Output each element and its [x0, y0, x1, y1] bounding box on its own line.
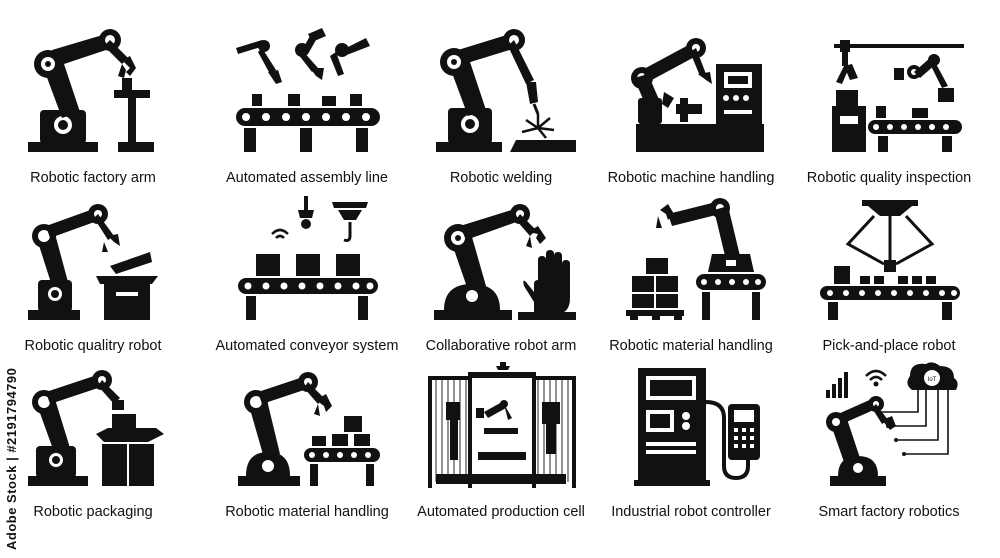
icon-label: Robotic packaging	[33, 504, 153, 520]
icon-label: Robotic material handling	[609, 338, 773, 354]
tile-robotic-material-handling: Robotic material handling	[598, 186, 784, 364]
tile-smart-factory-robotics: IoT Smart factory robotics	[796, 352, 982, 530]
tile-robotic-quality-robot: Robotic qualitry robot	[0, 186, 186, 364]
production-cell-icon	[428, 362, 576, 488]
tile-robotic-packaging: Robotic packaging	[0, 352, 186, 530]
packaging-robot-icon	[28, 370, 164, 486]
icon-label: Automated assembly line	[226, 170, 388, 186]
tile-robotic-welding: Robotic welding	[408, 18, 594, 196]
icon-label: Robotic factory arm	[30, 170, 156, 186]
icon-label: Collaborative robot arm	[425, 338, 577, 354]
tile-automated-production-cell: Automated production cell	[408, 352, 594, 530]
tile-robotic-machine-handling: Robotic machine handling	[598, 18, 784, 196]
tile-robotic-factory-arm: Robotic factory arm	[0, 18, 186, 196]
iot-icon: IoT	[928, 377, 937, 383]
icon-label: Robotic welding	[449, 170, 553, 186]
tile-robotic-quality-inspection: Robotic quality inspection	[796, 18, 982, 196]
conveyor-system-icon	[238, 196, 378, 320]
assembly-line-icon	[236, 28, 380, 152]
tile-collaborative-robot-arm: Collaborative robot arm	[408, 186, 594, 364]
machine-handling-icon	[631, 38, 764, 152]
robot-controller-icon	[634, 368, 760, 486]
tile-robotic-material-handling-2: Robotic material handling	[214, 352, 400, 530]
icon-label: Smart factory robotics	[818, 504, 960, 520]
delta-robot-icon	[820, 200, 960, 320]
material-handling-icon	[626, 198, 766, 320]
material-handling-conveyor-icon	[238, 372, 380, 486]
icon-label: Robotic quality inspection	[806, 170, 972, 186]
quality-robot-icon	[28, 204, 158, 320]
icon-label: Robotic material handling	[225, 504, 389, 520]
icon-label: Automated conveyor system	[215, 338, 399, 354]
tile-automated-assembly-line: Automated assembly line	[214, 18, 400, 196]
icon-label: Pick-and-place robot	[822, 338, 956, 354]
robot-arm-icon	[28, 29, 154, 152]
icon-label: Automated production cell	[417, 504, 585, 520]
icon-label: Robotic machine handling	[607, 170, 775, 186]
welding-robot-icon	[436, 29, 576, 152]
tile-industrial-robot-controller: Industrial robot controller	[598, 352, 784, 530]
icon-label: Robotic qualitry robot	[24, 338, 162, 354]
smart-factory-icon: IoT	[826, 362, 958, 486]
tile-pick-and-place-robot: Pick-and-place robot	[796, 186, 982, 364]
quality-inspection-icon	[832, 40, 964, 152]
cobot-hand-icon	[434, 204, 576, 320]
icon-label: Industrial robot controller	[611, 504, 771, 520]
tile-automated-conveyor-system: Automated conveyor system	[214, 186, 400, 364]
